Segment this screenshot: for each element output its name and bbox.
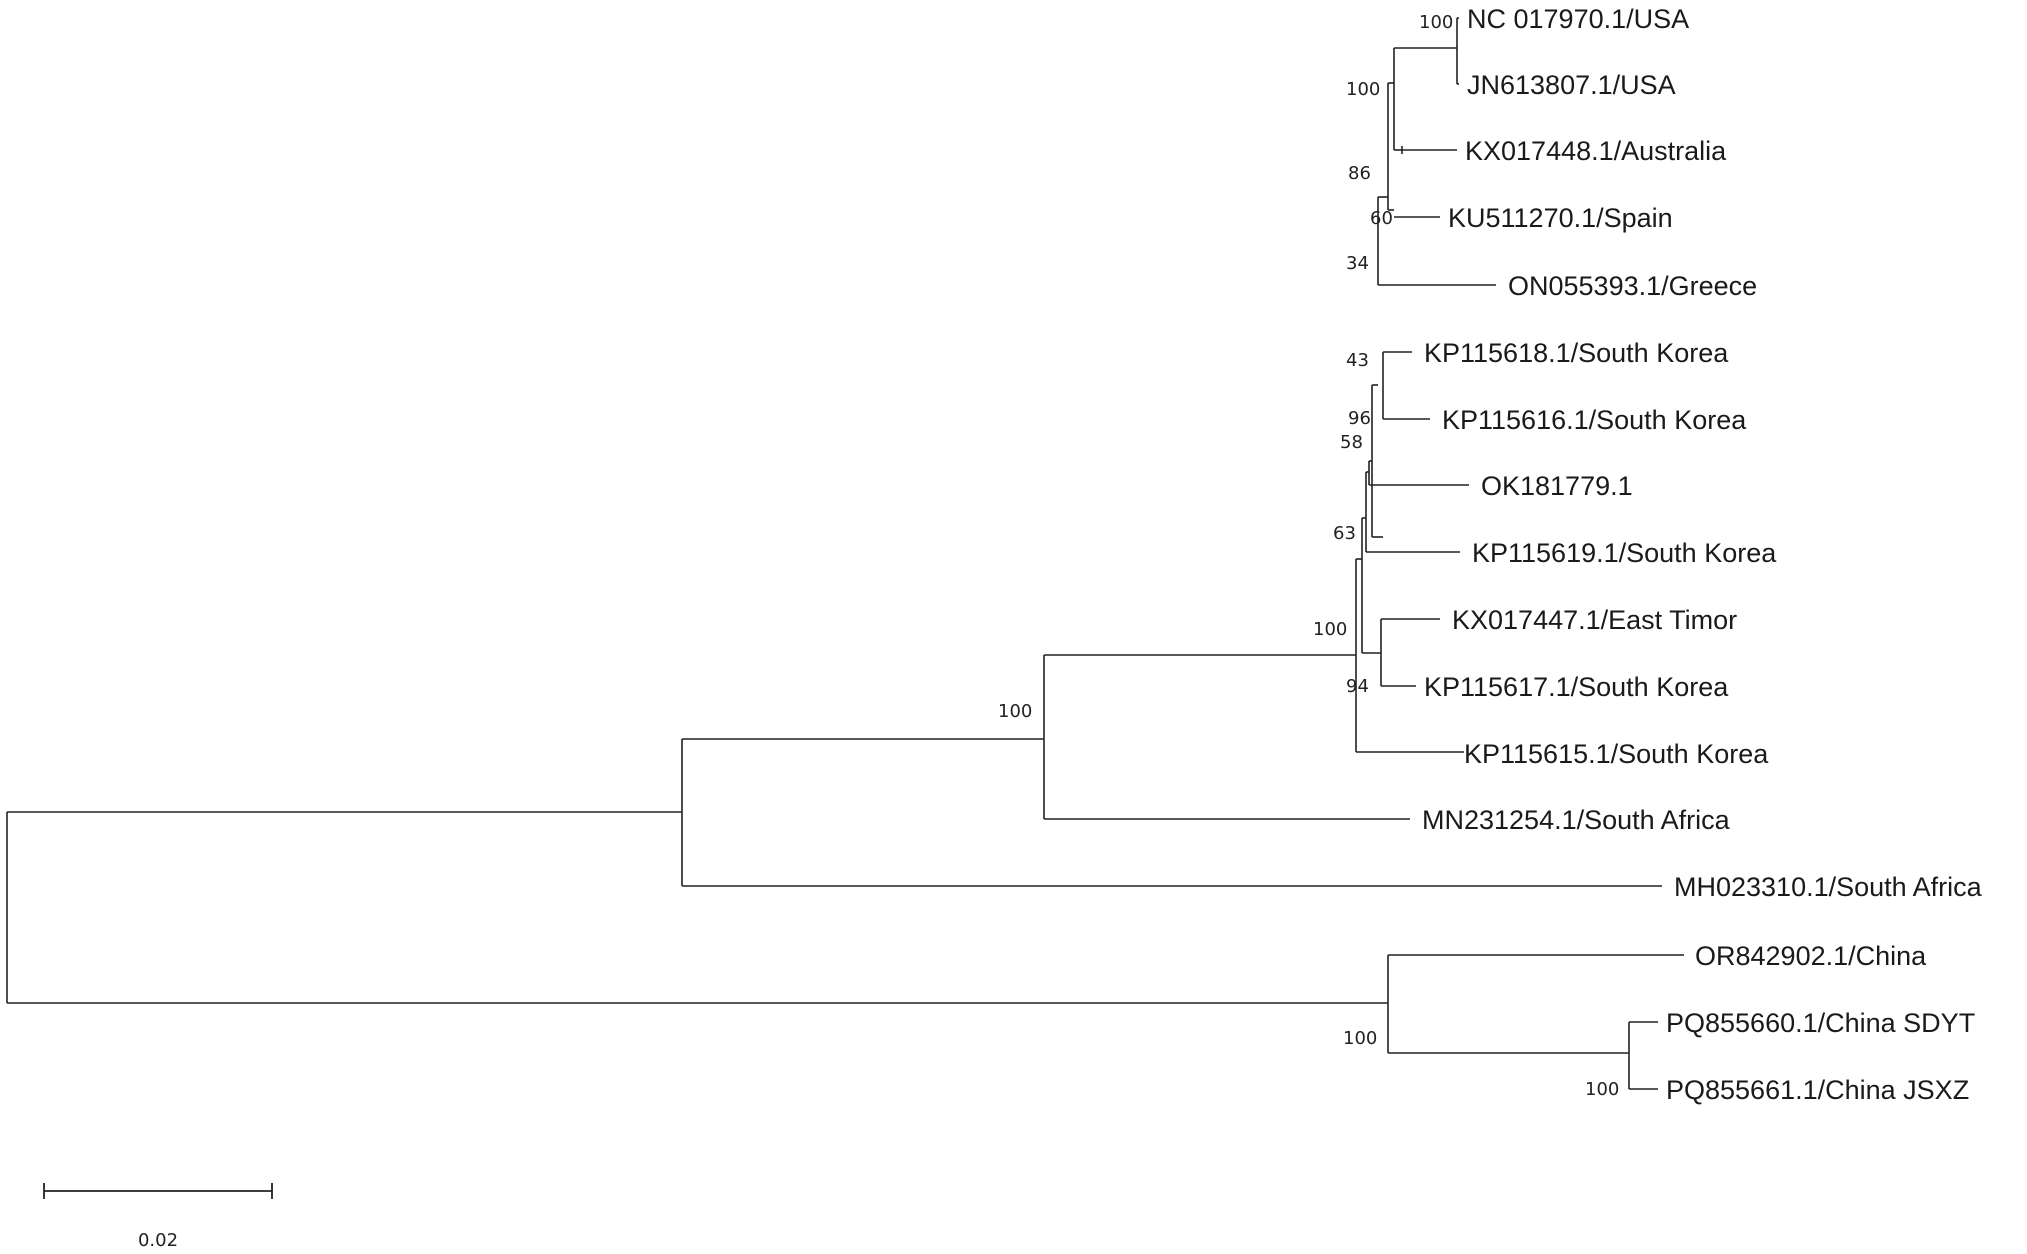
support-value: 63 bbox=[1333, 523, 1356, 544]
support-value: 96 bbox=[1348, 408, 1371, 429]
tree-branches bbox=[6, 17, 1684, 1090]
support-value: 34 bbox=[1346, 253, 1369, 274]
support-value: 94 bbox=[1346, 676, 1369, 697]
leaf-labels: NC 017970.1/USA JN613807.1/USA KX017448.… bbox=[1422, 4, 1983, 1105]
leaf-label: ON055393.1/Greece bbox=[1508, 271, 1757, 301]
leaf-label: JN613807.1/USA bbox=[1467, 70, 1676, 100]
leaf-label: KP115616.1/South Korea bbox=[1442, 405, 1747, 435]
leaf-label: KP115619.1/South Korea bbox=[1472, 538, 1777, 568]
leaf-label: OR842902.1/China bbox=[1695, 941, 1927, 971]
leaf-label: PQ855661.1/China JSXZ bbox=[1666, 1075, 1969, 1105]
leaf-label: KU511270.1/Spain bbox=[1448, 203, 1673, 233]
leaf-label: KP115618.1/South Korea bbox=[1424, 338, 1729, 368]
leaf-label: MN231254.1/South Africa bbox=[1422, 805, 1731, 835]
leaf-label: MH023310.1/South Africa bbox=[1674, 872, 1983, 902]
support-value: 60 bbox=[1370, 208, 1393, 229]
support-value: 100 bbox=[1419, 12, 1453, 33]
support-value: 43 bbox=[1346, 350, 1369, 371]
support-value: 100 bbox=[1585, 1079, 1619, 1100]
support-value: 100 bbox=[1313, 619, 1347, 640]
leaf-label: KP115617.1/South Korea bbox=[1424, 672, 1729, 702]
support-value: 100 bbox=[1346, 79, 1380, 100]
support-value: 100 bbox=[1343, 1028, 1377, 1049]
leaf-label: PQ855660.1/China SDYT bbox=[1666, 1008, 1975, 1038]
scale-bar-label: 0.02 bbox=[138, 1230, 178, 1251]
leaf-label: OK181779.1 bbox=[1481, 471, 1633, 501]
leaf-label: KP115615.1/South Korea bbox=[1464, 739, 1769, 769]
support-value: 58 bbox=[1340, 432, 1363, 453]
leaf-label: NC 017970.1/USA bbox=[1467, 4, 1689, 34]
support-value: 100 bbox=[998, 701, 1032, 722]
support-values: 100 100 86 60 34 43 96 58 63 100 94 100 … bbox=[998, 12, 1619, 1100]
leaf-label: KX017448.1/Australia bbox=[1465, 136, 1727, 166]
leaf-label: KX017447.1/East Timor bbox=[1452, 605, 1737, 635]
scale-bar: 0.02 bbox=[43, 1183, 273, 1251]
support-value: 86 bbox=[1348, 163, 1371, 184]
